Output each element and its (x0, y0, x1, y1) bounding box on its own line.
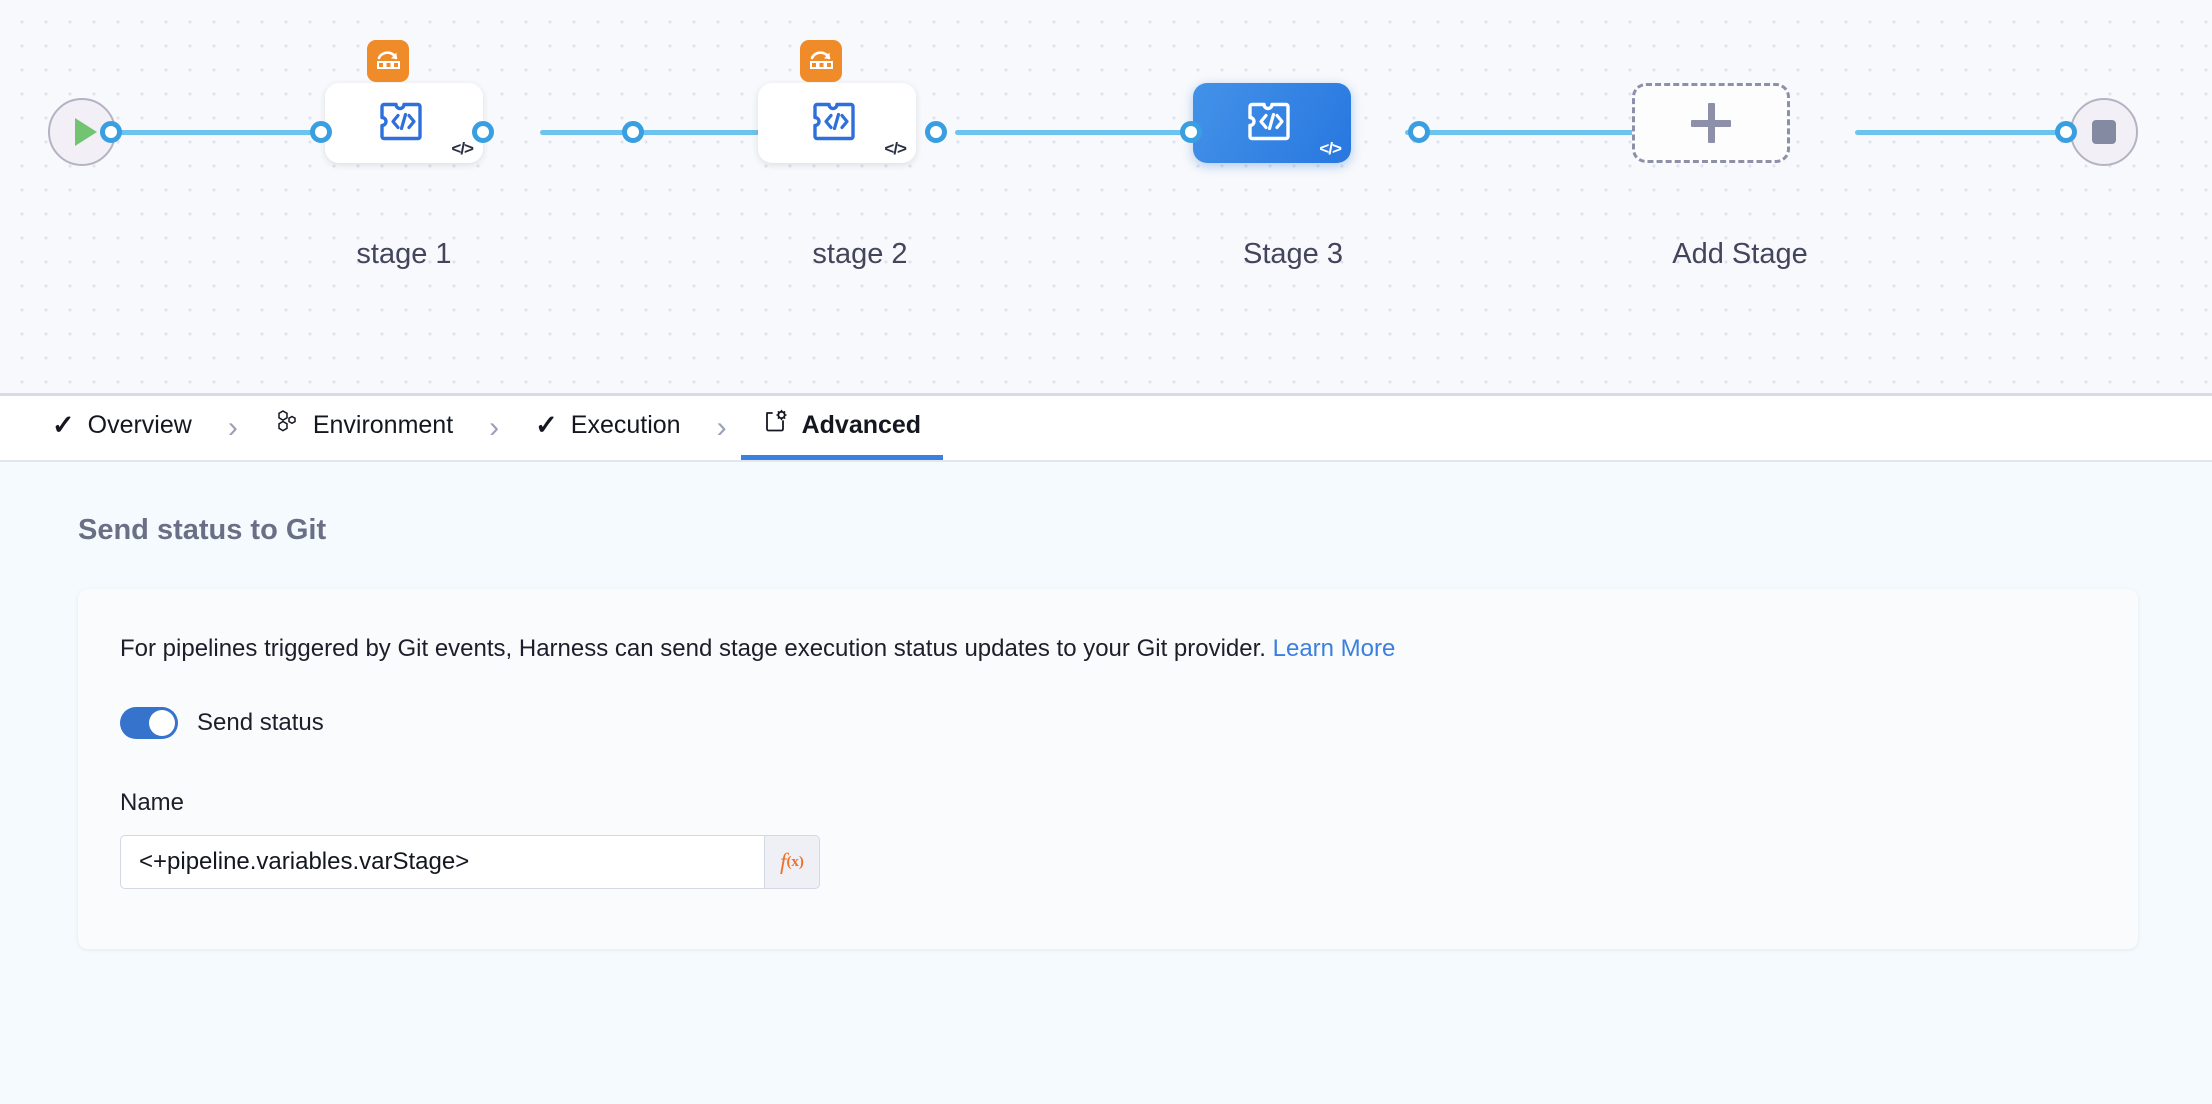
connector-start-to-stage1 (108, 130, 338, 135)
connector-stage2-to-stage3 (955, 130, 1195, 135)
stage-node-2[interactable]: </> (758, 40, 916, 163)
check-icon: ✓ (52, 410, 75, 440)
page-gear-icon (763, 409, 789, 442)
name-field-label: Name (120, 789, 185, 816)
custom-stage-icon (1246, 95, 1298, 152)
custom-stage-icon (378, 95, 430, 152)
port-stage2-out[interactable] (925, 121, 947, 143)
tab-separator: › (716, 411, 727, 444)
custom-stage-icon (811, 95, 863, 152)
rollback-icon (367, 40, 409, 82)
pipeline-end-node[interactable] (2070, 98, 2138, 166)
send-status-card: For pipelines triggered by Git events, H… (78, 589, 2138, 949)
port-end-in[interactable] (2055, 121, 2077, 143)
fx-sub: (x) (786, 853, 804, 870)
tab-separator: › (489, 411, 500, 444)
expression-fx-button[interactable]: f(x) (765, 835, 820, 889)
fx-label: f (780, 849, 787, 874)
learn-more-link[interactable]: Learn More (1272, 635, 1396, 662)
port-stage2-in[interactable] (622, 121, 644, 143)
tab-separator: › (227, 411, 238, 444)
code-marker-icon: </> (884, 139, 907, 158)
plus-icon (1691, 103, 1731, 143)
stage-node-1[interactable]: </> (325, 40, 483, 163)
port-start-out[interactable] (100, 121, 122, 143)
tab-environment[interactable]: Environment (252, 396, 475, 460)
tab-advanced[interactable]: Advanced (740, 396, 944, 460)
stop-icon (2092, 120, 2116, 144)
port-stage3-in[interactable] (1180, 121, 1202, 143)
tab-overview[interactable]: ✓ Overview (30, 396, 214, 460)
port-stage1-in[interactable] (310, 121, 332, 143)
code-marker-icon: </> (451, 139, 474, 158)
hexagons-icon (274, 409, 300, 442)
stage-label-3: Stage 3 (1243, 238, 1343, 270)
code-marker-icon: </> (1319, 139, 1342, 158)
connector-stage1-to-stage2 (540, 130, 760, 135)
tab-execution-label: Execution (570, 411, 681, 439)
send-status-toggle[interactable] (120, 707, 178, 739)
tab-environment-label: Environment (312, 411, 454, 439)
add-stage-label: Add Stage (1672, 238, 1808, 270)
stage-label-1: stage 1 (356, 238, 452, 270)
pipeline-start-node[interactable] (48, 98, 116, 166)
add-stage-node[interactable] (1632, 83, 1790, 163)
stage-node-3[interactable]: </> (1193, 83, 1351, 163)
page-title: Send status to Git (78, 514, 327, 546)
stage-label-2: stage 2 (812, 238, 908, 270)
pipeline-canvas[interactable]: </> stage 1 </> stage 2 (0, 0, 2212, 396)
connector-addstage-to-end (1855, 130, 2075, 135)
tab-execution[interactable]: ✓ Execution (513, 396, 702, 460)
name-input-group: f(x) (120, 835, 820, 889)
tab-overview-label: Overview (87, 411, 192, 439)
port-stage3-out[interactable] (1408, 121, 1430, 143)
play-icon (74, 118, 97, 146)
card-description: For pipelines triggered by Git events, H… (120, 635, 2138, 663)
connector-stage3-to-addstage (1405, 130, 1775, 135)
send-status-toggle-label: Send status (197, 709, 324, 736)
name-input[interactable] (120, 835, 765, 889)
stage-config-tabbar: ✓ Overview › Environment › ✓ Execution ›… (0, 396, 2212, 462)
send-status-toggle-row: Send status (120, 707, 2138, 739)
advanced-panel: Send status to Git For pipelines trigger… (0, 462, 2212, 1102)
rollback-icon (800, 40, 842, 82)
card-description-text: For pipelines triggered by Git events, H… (120, 635, 1266, 662)
check-icon: ✓ (535, 410, 558, 440)
port-stage1-out[interactable] (472, 121, 494, 143)
tab-advanced-label: Advanced (801, 411, 922, 439)
